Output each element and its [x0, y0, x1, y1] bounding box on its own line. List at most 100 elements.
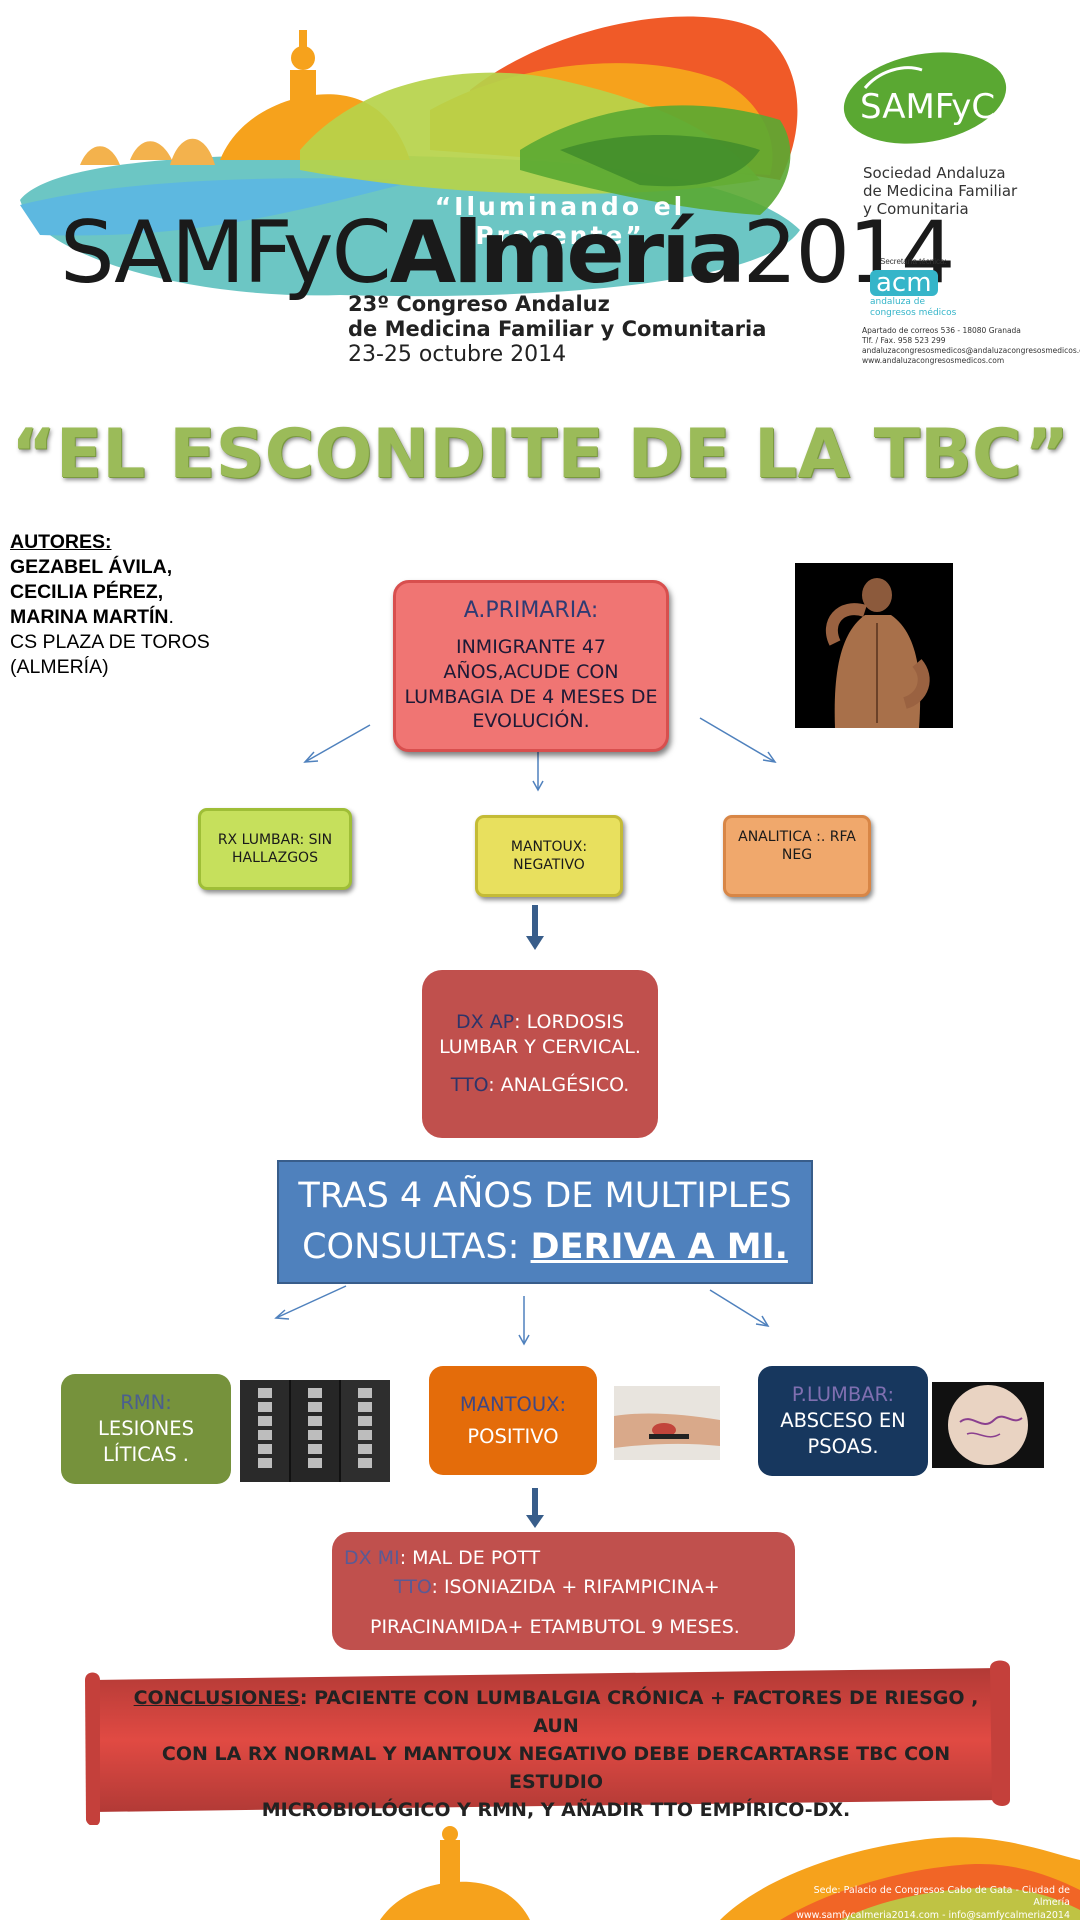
mantoux-arm-photo [614, 1386, 720, 1460]
contact-line1: Apartado de correos 536 - 18080 Granada [862, 326, 1021, 335]
arrow-head-mantoux2 [518, 1334, 530, 1346]
analitica-line1: ANALITICA :. RFA [738, 829, 856, 845]
congress-line2: de Medicina Familiar y Comunitaria [348, 316, 767, 341]
rmn-line1: LESIONES [98, 1416, 194, 1440]
dx-mi-label: DX MI [344, 1547, 400, 1569]
mantoux-negative-box: MANTOUX: NEGATIVO [475, 815, 623, 897]
dx-ap-tto-text: : ANALGÉSICO. [488, 1073, 630, 1096]
arrow-head-analitica [762, 751, 777, 764]
mantoux2-text: POSITIVO [467, 1424, 559, 1448]
contact-line3: andaluzacongresosmedicos@andaluzacongres… [862, 346, 1080, 356]
primaria-line3: LUMBAGIA DE 4 MESES DE [404, 685, 658, 708]
primaria-box: A.PRIMARIA: INMIGRANTE 47 AÑOS,ACUDE CON… [393, 580, 669, 752]
acm-sub-line2: congresos médicos [870, 308, 957, 318]
rx-line1: RX LUMBAR: SIN [217, 831, 333, 848]
dx-mi-tto-text: : ISONIAZIDA + RIFAMPICINA+ [431, 1576, 720, 1599]
thick-arrow-2-head [526, 1515, 544, 1528]
thick-arrow-2-shaft [532, 1488, 538, 1518]
arrow-head-rx [303, 751, 319, 763]
tras-line1: TRAS 4 AÑOS DE MULTIPLES [298, 1176, 792, 1217]
mantoux2-label: MANTOUX: [459, 1393, 567, 1417]
plumbar-line1: ABSCESO EN [780, 1408, 906, 1432]
microscope-image [932, 1382, 1044, 1468]
thick-arrow-1-shaft [532, 905, 538, 939]
samfyc-sub-line2: de Medicina Familiar [863, 182, 1018, 200]
congress-info: 23º Congreso Andaluz de Medicina Familia… [348, 292, 766, 367]
primaria-line1: INMIGRANTE 47 [455, 636, 606, 659]
dx-ap-box: DX AP: LORDOSIS LUMBAR Y CERVICAL. TTO: … [422, 970, 658, 1138]
plumbar-label: P.LUMBAR: [791, 1382, 895, 1406]
brand-samfyc: SAMFyC [60, 203, 392, 303]
samfyc-sub-line3: y Comunitaria [863, 200, 969, 218]
rmn-line2: LÍTICAS . [102, 1443, 189, 1467]
acm-sub-line1: andaluza de [870, 297, 926, 307]
rx-lumbar-box: RX LUMBAR: SIN HALLAZGOS [198, 808, 352, 890]
mri-image [240, 1380, 390, 1482]
mantoux1-line2: NEGATIVO [513, 857, 585, 873]
tras-box: TRAS 4 AÑOS DE MULTIPLES CONSULTAS: DERI… [277, 1160, 813, 1284]
congress-line1: 23º Congreso Andaluz [348, 292, 610, 316]
authors-block: AUTORES: GEZABEL ÁVILA, CECILIA PÉREZ, M… [10, 530, 210, 680]
plumbar-box: P.LUMBAR: ABSCESO EN PSOAS. [758, 1366, 928, 1476]
conclusions-line2: CON LA RX NORMAL Y MANTOUX NEGATIVO DEBE… [161, 1743, 951, 1794]
arrow-to-rx [304, 724, 371, 763]
author-3-suffix: . [168, 605, 174, 628]
back-pain-photo [795, 563, 953, 728]
brand-almeria: Almería [389, 203, 746, 303]
primaria-line4: EVOLUCIÓN. [472, 710, 590, 733]
author-2: CECILIA PÉREZ, [10, 580, 164, 603]
dx-mi-box: DX MI: MAL DE POTT TTO: ISONIAZIDA + RIF… [332, 1532, 795, 1650]
poster-title: “EL ESCONDITE DE LA TBC” [11, 415, 1069, 494]
samfyc-sub-line1: Sociedad Andaluza [863, 164, 1006, 182]
primaria-title: A.PRIMARIA: [463, 598, 599, 624]
footer-art [380, 1826, 1080, 1920]
arrow-to-rmn [275, 1285, 347, 1319]
samfyc-logo-text: SAMFyC [860, 87, 995, 127]
dx-ap-text-line2: LUMBAR Y CERVICAL. [439, 1036, 641, 1059]
mantoux-positive-box: MANTOUX: POSITIVO [429, 1366, 597, 1475]
tras-line2-emph: DERIVA A MI. [530, 1227, 788, 1267]
tras-line2-prefix: CONSULTAS: [302, 1227, 531, 1267]
secretaria-label: Secretaría técnica: [880, 257, 947, 266]
congress-tagline: “Iluminando el Presente” [434, 192, 686, 250]
authors-heading: AUTORES: [10, 531, 112, 553]
dx-ap-tto-label: TTO [450, 1073, 489, 1096]
arrow-to-analitica [699, 717, 776, 763]
sede-line2: www.samfycalmeria2014.com - info@samfyca… [796, 1909, 1070, 1921]
primaria-line2: AÑOS,ACUDE CON [443, 660, 619, 683]
congress-brand: SAMFyCAlmería2014 [60, 210, 956, 296]
rmn-box: RMN: LESIONES LÍTICAS . [61, 1374, 231, 1484]
analitica-line2: NEG [781, 847, 813, 864]
dx-mi-line3: PIRACINAMIDA+ ETAMBUTOL 9 MESES. [370, 1615, 740, 1638]
congress-banner-art: SAMFyC [20, 16, 1007, 297]
analitica-box: ANALITICA :. RFA NEG [723, 815, 871, 897]
dx-ap-label: DX AP [456, 1010, 515, 1033]
conclusions-text: CONCLUSIONES: PACIENTE CON LUMBALGIA CRÓ… [126, 1684, 986, 1825]
contact-line2: Tlf. / Fax. 958 523 299 [862, 336, 946, 346]
dx-mi-tto-label: TTO [394, 1576, 432, 1599]
center-line1: CS PLAZA DE TOROS [10, 630, 210, 653]
arrow-head-rmn [274, 1309, 290, 1320]
author-3: MARINA MARTÍN [10, 605, 169, 628]
thick-arrow-1-head [526, 936, 544, 950]
footer-sede: Sede: Palacio de Congresos Cabo de Gata … [790, 1885, 1070, 1922]
dx-ap-text-line1: : LORDOSIS [514, 1010, 624, 1033]
acm-logo-text: acm [870, 270, 938, 296]
rx-line2: HALLAZGOS [232, 850, 318, 866]
arrow-head-mantoux1 [532, 780, 544, 792]
dx-mi-text: : MAL DE POTT [399, 1547, 541, 1569]
center-line2: (ALMERÍA) [10, 655, 109, 678]
conclusions-line1: : PACIENTE CON LUMBALGIA CRÓNICA + FACTO… [299, 1687, 979, 1738]
acm-logo: acm andaluza de congresos médicos [870, 270, 956, 318]
mantoux1-line1: MANTOUX: [510, 838, 588, 855]
conclusions-label: CONCLUSIONES [133, 1687, 300, 1709]
conclusions-scroll [85, 1660, 1010, 1825]
arrow-to-plumbar [709, 1289, 769, 1327]
plumbar-line2: PSOAS. [807, 1435, 879, 1459]
contact-info: Apartado de correos 536 - 18080 Granada … [862, 326, 1080, 367]
conclusions-line3: MICROBIOLÓGICO Y RMN, Y AÑADIR TTO EMPÍR… [261, 1799, 851, 1822]
samfyc-subtitle: Sociedad Andaluza de Medicina Familiar y… [863, 164, 1017, 218]
contact-line4: www.andaluzacongresosmedicos.com [862, 356, 1005, 366]
sede-line1: Sede: Palacio de Congresos Cabo de Gata … [813, 1885, 1070, 1909]
